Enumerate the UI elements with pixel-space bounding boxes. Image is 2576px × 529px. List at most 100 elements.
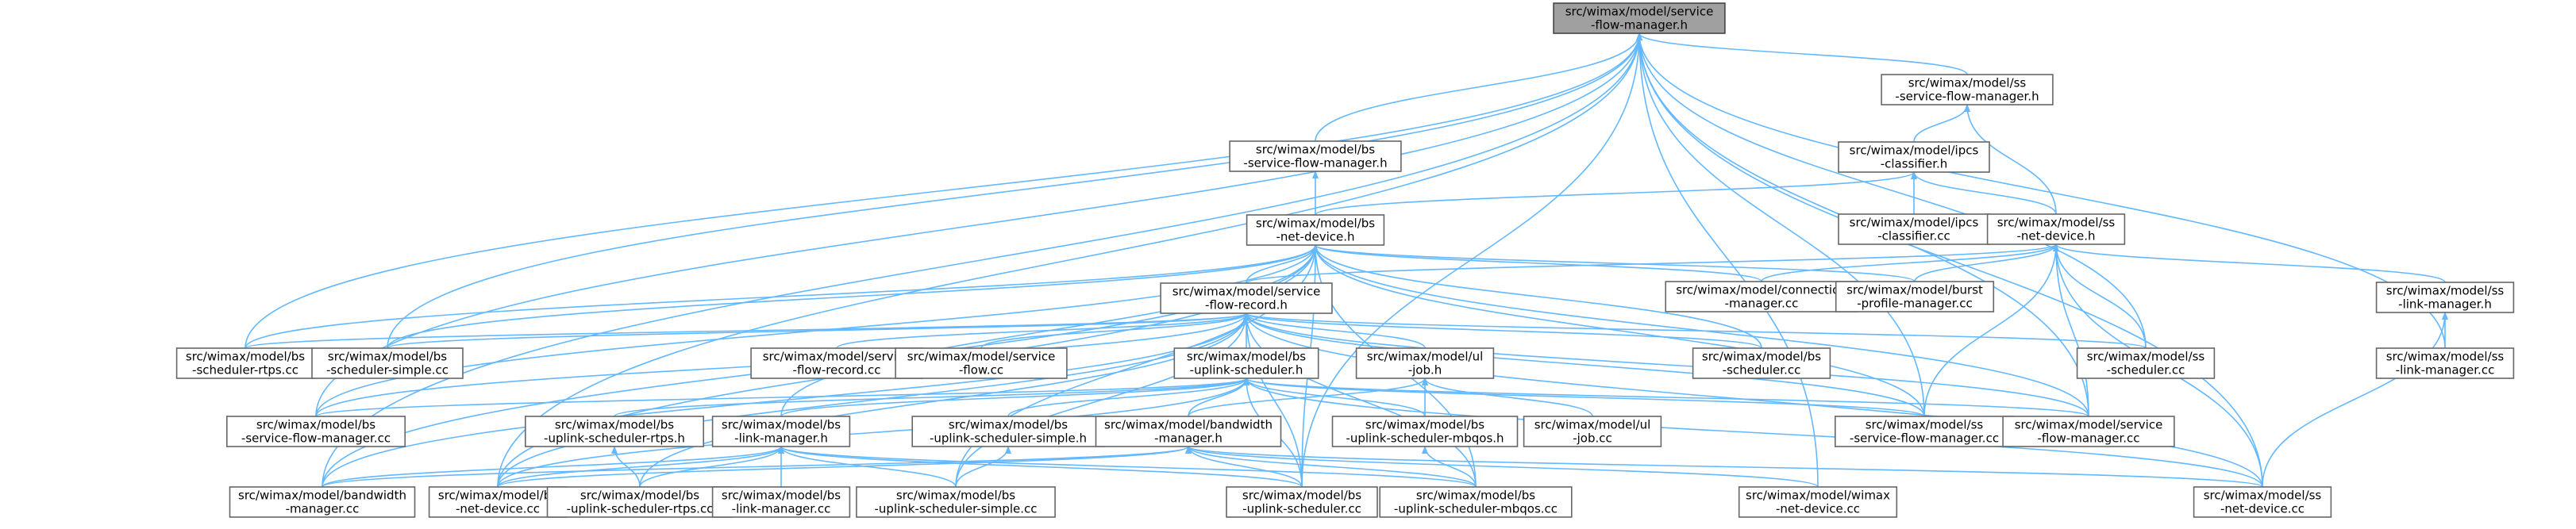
node-label-line-1: src/wimax/model/bs (1256, 143, 1375, 157)
node-ss-sched-cc[interactable]: src/wimax/model/ss-scheduler.cc (2076, 347, 2216, 379)
node-label-line-2: -service-flow-manager.cc (1850, 431, 1999, 446)
node-bw-cc[interactable]: src/wimax/model/bandwidth-manager.cc (229, 486, 416, 518)
node-ipcs-h[interactable]: src/wimax/model/ipcs-classifier.h (1838, 141, 1990, 173)
node-bs-usrtps-cc[interactable]: src/wimax/model/bs-uplink-scheduler-rtps… (546, 486, 734, 518)
node-label-line-2: -scheduler-rtps.cc (192, 363, 298, 378)
node-label-line-2: -profile-manager.cc (1857, 297, 1973, 311)
node-sf-cc[interactable]: src/wimax/model/service-flow.cc (895, 347, 1068, 379)
node-ss-nd-h[interactable]: src/wimax/model/ss-net-device.h (1986, 213, 2126, 245)
node-bs-ussimple-h[interactable]: src/wimax/model/bs-uplink-scheduler-simp… (911, 416, 1105, 447)
edge-ss-sched-cc-to-ss-nd-h (2053, 243, 2147, 349)
edge-wimax-nd-cc-to-sfm-h (1636, 33, 1819, 488)
node-wimax-nd-cc[interactable]: src/wimax/model/wimax-net-device.cc (1738, 486, 1898, 518)
edge-bs-usrtps-h-to-bs-us-h (614, 378, 1249, 417)
node-box (1095, 416, 1282, 447)
node-conn-cc[interactable]: src/wimax/model/connection-manager.cc (1665, 281, 1858, 312)
node-box (1331, 416, 1519, 447)
edge-bs-us-cc-to-bs-lm-h (778, 446, 1303, 488)
node-bs-usmbqos-h[interactable]: src/wimax/model/bs-uplink-scheduler-mbqo… (1331, 416, 1519, 447)
node-label-line-1: src/wimax/model/bs (438, 489, 557, 503)
node-label-line-2: -manager.cc (1725, 297, 1799, 311)
node-label-line-2: -uplink-scheduler-simple.h (930, 431, 1087, 446)
node-label-line-2: -classifier.cc (1877, 229, 1950, 243)
node-ss-sfm-cc[interactable]: src/wimax/model/ss-service-flow-manager.… (1835, 416, 2015, 447)
node-bs-usrtps-h[interactable]: src/wimax/model/bs-uplink-scheduler-rtps… (524, 416, 704, 447)
node-sfr-h[interactable]: src/wimax/model/service-flow-record.h (1160, 282, 1333, 314)
edge-ipcs-h-to-ss-sfm-h (1913, 104, 1970, 143)
node-label-line-2: -uplink-scheduler-simple.cc (875, 502, 1038, 516)
edge-wimax-nd-cc-to-bw-h (1185, 446, 1819, 488)
edge-ss-sfm-cc-to-bs-us-h (1243, 378, 1925, 417)
edge-bs-us-cc-to-bw-h (1185, 446, 1303, 488)
node-box (2375, 347, 2515, 379)
node-bs-srtps-cc[interactable]: src/wimax/model/bs-scheduler-rtps.cc (175, 347, 315, 379)
edge-ss-sfm-cc-to-sfm-h (1636, 33, 1925, 417)
node-bs-lm-cc[interactable]: src/wimax/model/bs-link-manager.cc (711, 486, 851, 518)
node-sfm-cc[interactable]: src/wimax/model/service-flow-manager.cc (2002, 416, 2175, 447)
node-bs-sfm-cc[interactable]: src/wimax/model/bs-service-flow-manager.… (225, 416, 406, 447)
node-label-line-2: -flow-manager.cc (2037, 431, 2139, 446)
node-label-line-2: -flow-manager.h (1591, 18, 1688, 33)
node-label-line-1: src/wimax/model/ss (1908, 76, 2027, 90)
node-bs-ssimple-cc[interactable]: src/wimax/model/bs-scheduler-simple.cc (311, 347, 464, 379)
node-ul-job-h[interactable]: src/wimax/model/ul-job.h (1355, 347, 1495, 379)
edge-ss-sfm-cc-to-bs-nd-h (1312, 244, 1925, 417)
edge-conn-cc-to-ss-nd-h (1761, 243, 2059, 282)
node-ss-lm-cc[interactable]: src/wimax/model/ss-link-manager.cc (2375, 347, 2515, 379)
node-label-line-2: -uplink-scheduler-mbqos.h (1346, 431, 1504, 446)
edge-ss-nd-h-to-ipcs-h (1911, 171, 2057, 215)
node-bs-usmbqos-cc[interactable]: src/wimax/model/bs-uplink-scheduler-mbqo… (1379, 486, 1573, 518)
node-box (1355, 347, 1495, 379)
node-label-line-1: src/wimax/model/ss (2386, 284, 2505, 298)
node-label-line-2: -manager.h (1154, 431, 1223, 446)
node-bs-ussimple-cc[interactable]: src/wimax/model/bs-uplink-scheduler-simp… (856, 486, 1056, 518)
node-bs-us-cc[interactable]: src/wimax/model/bs-uplink-scheduler.cc (1226, 486, 1378, 518)
edge-bs-srtps-cc-to-sfm-h (245, 33, 1642, 349)
node-bs-nd-cc[interactable]: src/wimax/model/bs-net-device.cc (428, 486, 568, 518)
node-ss-sfm-h[interactable]: src/wimax/model/ss-service-flow-manager.… (1881, 74, 2054, 105)
node-label-line-1: src/wimax/model/bs (1242, 489, 1361, 503)
node-box (1523, 416, 1662, 447)
node-sfm-h[interactable]: src/wimax/model/service-flow-manager.h (1553, 2, 1726, 34)
node-label-line-1: src/wimax/model/service (1565, 5, 1714, 19)
node-ss-nd-cc[interactable]: src/wimax/model/ss-net-device.cc (2193, 486, 2332, 518)
node-label-line-2: -job.cc (1573, 431, 1612, 446)
node-ss-lm-h[interactable]: src/wimax/model/ss-link-manager.h (2375, 282, 2515, 313)
node-bs-nd-h[interactable]: src/wimax/model/bs-net-device.h (1246, 214, 1385, 246)
node-label-line-1: src/wimax/model/bs (555, 418, 674, 432)
node-label-line-2: -net-device.h (2017, 229, 2096, 243)
node-label-line-2: -scheduler.cc (2107, 363, 2185, 378)
node-bs-sched-cc[interactable]: src/wimax/model/bs-scheduler.cc (1692, 347, 1831, 379)
node-label-line-2: -uplink-scheduler-rtps.cc (567, 502, 714, 516)
edge-bs-lm-h-to-bs-us-h (780, 378, 1249, 417)
edge-bs-sfm-cc-to-sfm-h (315, 33, 1642, 417)
node-label-line-2: -service-flow-manager.cc (241, 431, 391, 446)
edge-ul-job-cc-to-ul-job-h (1422, 378, 1593, 417)
node-box (1226, 486, 1378, 518)
node-label-line-1: src/wimax/model/ul (1534, 418, 1651, 432)
node-box (1160, 282, 1333, 314)
node-bw-h[interactable]: src/wimax/model/bandwidth-manager.h (1095, 416, 1282, 447)
node-box (750, 347, 923, 379)
node-bs-sfm-h[interactable]: src/wimax/model/bs-service-flow-manager.… (1229, 140, 1402, 172)
node-ipcs-cc[interactable]: src/wimax/model/ipcs-classifier.cc (1838, 213, 1990, 245)
edge-bs-ssimple-cc-to-sfm-h (387, 33, 1642, 349)
node-ul-job-cc[interactable]: src/wimax/model/ul-job.cc (1523, 416, 1662, 447)
node-sfr-cc[interactable]: src/wimax/model/service-flow-record.cc (750, 347, 923, 379)
edge-bs-sched-cc-to-sfr-h (1243, 312, 1762, 349)
node-label-line-2: -net-device.cc (456, 502, 540, 516)
node-bs-lm-h[interactable]: src/wimax/model/bs-link-manager.h (711, 416, 851, 447)
edge-bs-usrtps-cc-to-bs-lm-h (639, 446, 784, 488)
node-label-line-1: src/wimax/model/bs (1187, 350, 1306, 364)
node-label-line-1: src/wimax/model/burst (1846, 283, 1983, 297)
edge-bs-sfm-cc-to-bs-us-h (315, 378, 1249, 417)
edge-bs-sfm-h-to-sfm-h (1315, 33, 1642, 142)
node-label-line-1: src/wimax/model/service (1172, 285, 1321, 299)
node-label-line-1: src/wimax/model/ss (2204, 489, 2322, 503)
node-box (229, 486, 416, 518)
edge-sfr-cc-to-sfr-h (836, 312, 1249, 349)
node-bs-us-h[interactable]: src/wimax/model/bs-uplink-scheduler.h (1173, 347, 1319, 379)
node-burst-cc[interactable]: src/wimax/model/burst-profile-manager.cc (1835, 281, 1995, 312)
node-label-line-1: src/wimax/model/service (907, 350, 1056, 364)
edge-bs-usrtps-cc-to-bs-usrtps-h (611, 446, 641, 488)
